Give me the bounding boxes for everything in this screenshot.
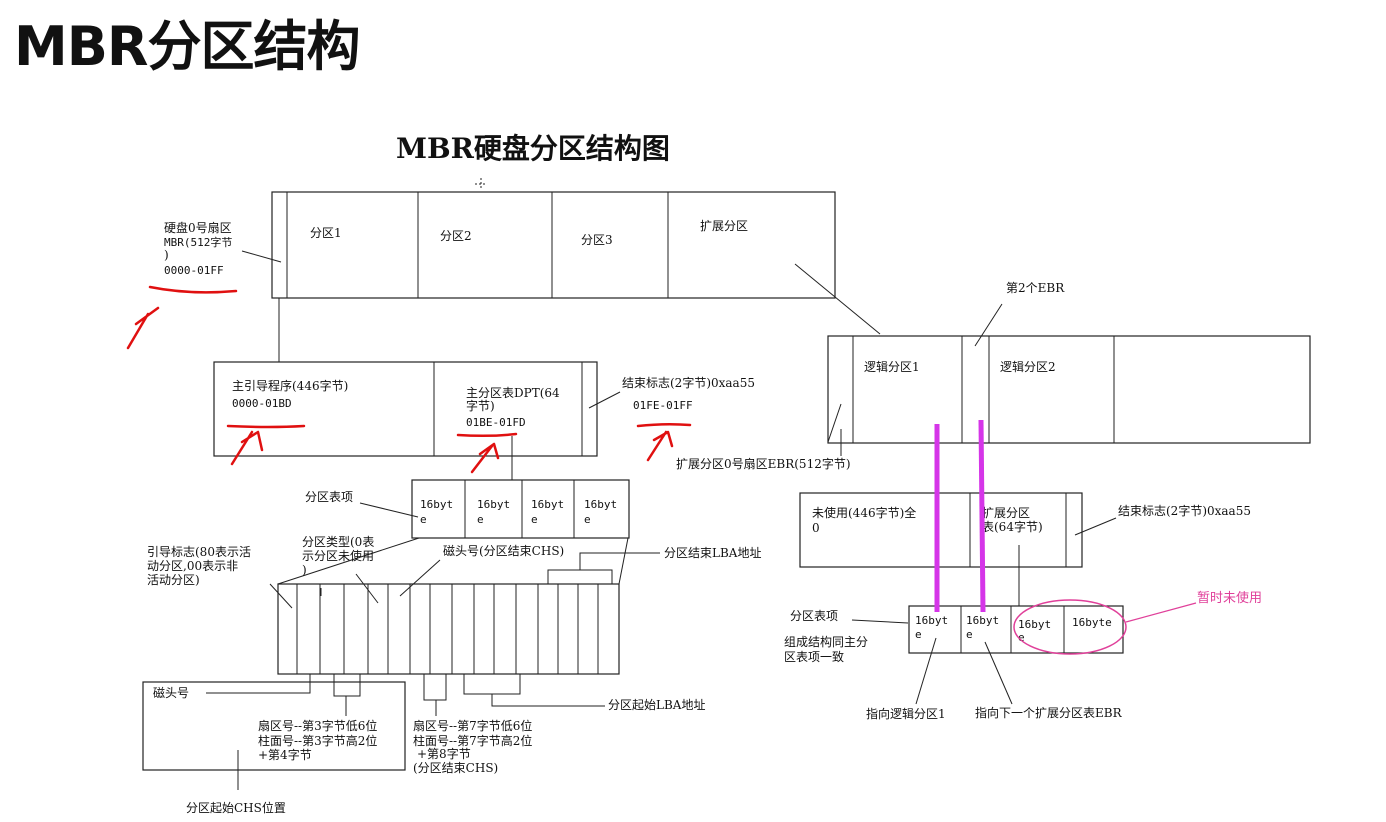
type-label-3: )	[302, 563, 307, 577]
cylinder-start-label: 柱面号--第3字节高2位	[258, 733, 377, 748]
ebr-entry-row	[908, 605, 1124, 654]
disk-partition-2: 分区2	[440, 229, 472, 243]
partition-entry-label: 分区表项	[305, 490, 353, 504]
type-label-2: 示分区未使用	[302, 548, 374, 563]
lba-end-label: 分区结束LBA地址	[664, 546, 761, 560]
type-label-1: 分区类型(0表	[302, 535, 374, 549]
boot-flag-label-2: 动分区,00表示非	[147, 559, 238, 573]
byte-field-box	[277, 583, 620, 675]
cylinder-end-label-2: +第8字节	[417, 746, 471, 761]
sector-start-label: 扇区号--第3字节低6位	[258, 718, 377, 733]
second-ebr-label: 第2个EBR	[1006, 281, 1065, 295]
unused-slots-ellipse	[1013, 599, 1127, 655]
head-end-label: 磁头号(分区结束CHS)	[443, 543, 564, 558]
ext-table-label-2: 表(64字节)	[982, 519, 1043, 534]
end-flag-range: 01FE-01FF	[633, 399, 693, 412]
ext-table-label-1: 扩展分区	[982, 506, 1030, 520]
points-logical-label: 指向逻辑分区1	[866, 706, 946, 721]
highlight-line-next-ebr	[978, 419, 986, 613]
ebr-slot-1-bottom: e	[915, 628, 922, 641]
mbr-range: 0000-01FF	[164, 264, 224, 277]
boot-flag-label-1: 引导标志(80表示活	[147, 545, 251, 559]
chs-start-label: 分区起始CHS位置	[186, 800, 286, 815]
ebr-slot-3-bottom: e	[1018, 631, 1025, 644]
ebr-slot-2-bottom: e	[966, 628, 973, 641]
ebr-entry-label: 分区表项	[790, 609, 838, 623]
cylinder-end-label: 柱面号--第7字节高2位	[413, 733, 532, 748]
disk-partition-1: 分区1	[310, 226, 342, 240]
slot-2-top: 16byt	[477, 498, 510, 511]
disk-partition-3: 分区3	[581, 233, 613, 247]
lba-start-label: 分区起始LBA地址	[608, 698, 705, 712]
mbr-size-label: MBR(512字节	[164, 235, 232, 249]
disk-layout-bar	[271, 191, 836, 299]
unused-note-pointer	[1125, 602, 1197, 623]
ebr-entry-note-1: 组成结构同主分	[784, 634, 868, 649]
boot-flag-label-3: 活动分区)	[147, 573, 200, 587]
crosshair-icon	[475, 178, 487, 190]
slot-1-top: 16byt	[420, 498, 453, 511]
unused-note: 暂时未使用	[1197, 590, 1262, 606]
mbr-detail-box	[213, 361, 598, 457]
head-start-label: 磁头号	[153, 685, 189, 700]
mbr-size-label-close: )	[164, 248, 169, 262]
slot-4-top: 16byt	[584, 498, 617, 511]
boot-program-range: 0000-01BD	[232, 397, 292, 410]
mbr-sector-label: 硬盘0号扇区	[164, 220, 232, 235]
slot-4-bottom: e	[584, 513, 591, 526]
dpt-label-1: 主分区表DPT(64	[466, 386, 560, 400]
page-title: MBR分区结构	[14, 15, 360, 78]
red-underline-annotations	[126, 285, 692, 474]
ebr-unused-label-2: 0	[812, 521, 820, 535]
end-flag-label: 结束标志(2字节)0xaa55	[622, 375, 755, 390]
ebr-sector-label: 扩展分区0号扇区EBR(512字节)	[676, 456, 851, 471]
ebr-slot-1-top: 16byt	[915, 614, 948, 627]
partition-entry-row	[411, 479, 630, 539]
sector-end-label: 扇区号--第7字节低6位	[413, 718, 532, 733]
slot-3-bottom: e	[531, 513, 538, 526]
ebr-entry-note-2: 区表项一致	[784, 650, 844, 664]
diagram-title: MBR硬盘分区结构图	[396, 132, 670, 165]
extended-partition-bar	[827, 335, 1311, 444]
dpt-range: 01BE-01FD	[466, 416, 526, 429]
slot-2-bottom: e	[477, 513, 484, 526]
points-next-ebr-label: 指向下一个扩展分区表EBR	[975, 705, 1123, 720]
slot-3-top: 16byt	[531, 498, 564, 511]
ebr-detail-box	[799, 492, 1083, 568]
boot-program-label: 主引导程序(446字节)	[232, 378, 348, 393]
dpt-label-2: 字节)	[466, 398, 495, 413]
disk-extended-partition: 扩展分区	[700, 219, 748, 233]
ebr-unused-label-1: 未使用(446字节)全	[812, 505, 916, 520]
cylinder-start-label-2: +第4字节	[258, 747, 312, 762]
ebr-slot-3-top: 16byt	[1018, 618, 1051, 631]
ebr-end-flag-label: 结束标志(2字节)0xaa55	[1118, 503, 1251, 518]
logical-partition-2: 逻辑分区2	[1000, 360, 1056, 374]
chs-start-box	[142, 681, 406, 771]
slot-1-bottom: e	[420, 513, 427, 526]
logical-partition-1: 逻辑分区1	[864, 360, 920, 374]
ebr-slot-2-top: 16byt	[966, 614, 999, 627]
ebr-slot-4: 16byte	[1072, 616, 1112, 629]
chs-end-note: (分区结束CHS)	[413, 761, 498, 775]
